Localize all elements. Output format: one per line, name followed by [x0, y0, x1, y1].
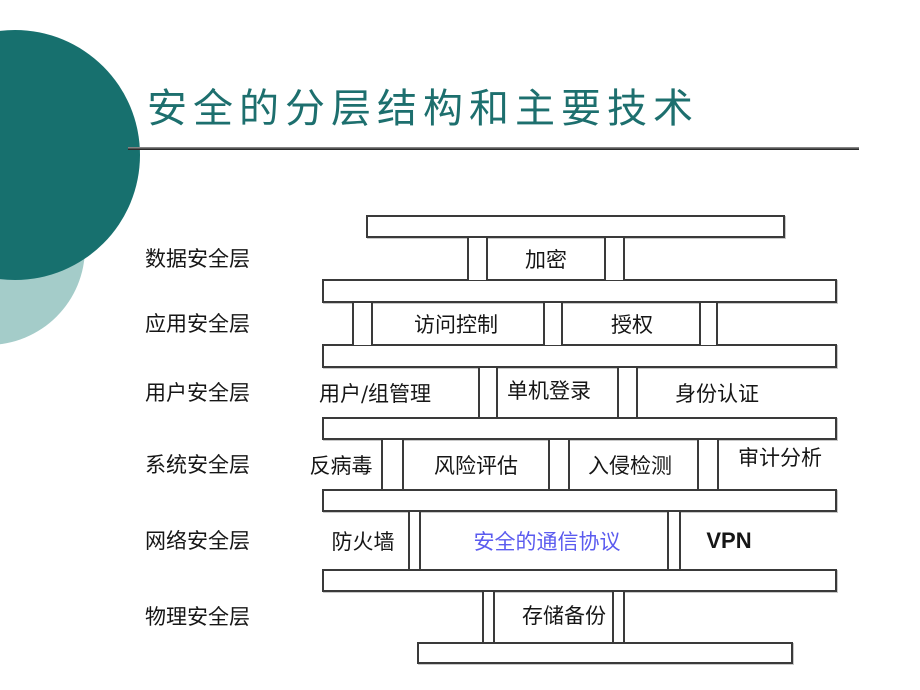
connector-box	[617, 368, 638, 417]
connector-box	[467, 238, 488, 280]
layer-label-user: 用户安全层	[145, 381, 250, 405]
layer-bar-3	[322, 344, 837, 368]
connector-box	[381, 440, 404, 489]
connector-box	[604, 238, 625, 280]
layer-item-encryption: 加密	[525, 248, 567, 272]
layer-bar-4	[322, 417, 837, 440]
layer-bar-top	[366, 215, 785, 238]
decorative-circle-dark	[0, 30, 140, 280]
page-title: 安全的分层结构和主要技术	[147, 86, 699, 132]
connector-box	[408, 512, 421, 569]
connector-box	[667, 512, 681, 569]
layer-item-access-control: 访问控制	[414, 313, 498, 337]
layer-item-firewall: 防火墙	[331, 530, 395, 554]
layer-bar-5	[322, 489, 837, 512]
layer-item-single-login: 单机登录	[507, 379, 591, 403]
layer-label-network: 网络安全层	[145, 529, 250, 553]
layer-bar-bottom	[417, 642, 793, 664]
layer-bar-6	[322, 569, 837, 592]
connector-box	[697, 440, 719, 489]
title-underline	[128, 147, 859, 150]
layer-item-user-group-mgmt: 用户/组管理	[318, 382, 432, 406]
layer-item-antivirus: 反病毒	[309, 454, 373, 478]
layer-bar-2	[322, 279, 837, 303]
connector-box	[478, 368, 498, 417]
connector-box	[612, 592, 625, 642]
layer-item-risk-assessment: 风险评估	[434, 454, 518, 478]
layer-item-intrusion-detection: 入侵检测	[588, 454, 672, 478]
connector-box	[482, 592, 495, 642]
layer-item-secure-protocol: 安全的通信协议	[473, 530, 621, 554]
connector-box	[699, 303, 718, 345]
layer-label-application: 应用安全层	[145, 312, 250, 336]
layer-label-physical: 物理安全层	[145, 605, 250, 629]
layer-item-audit-analysis: 审计分析	[738, 446, 822, 470]
connector-box	[543, 303, 563, 345]
layer-item-vpn: VPN	[706, 528, 752, 553]
layer-label-system: 系统安全层	[145, 453, 250, 477]
layer-label-data: 数据安全层	[145, 247, 250, 271]
connector-box	[548, 440, 570, 489]
layer-item-storage-backup: 存储备份	[522, 604, 606, 628]
layer-item-authorization: 授权	[611, 313, 653, 337]
layer-item-identity-auth: 身份认证	[675, 382, 759, 406]
connector-box	[352, 303, 373, 345]
